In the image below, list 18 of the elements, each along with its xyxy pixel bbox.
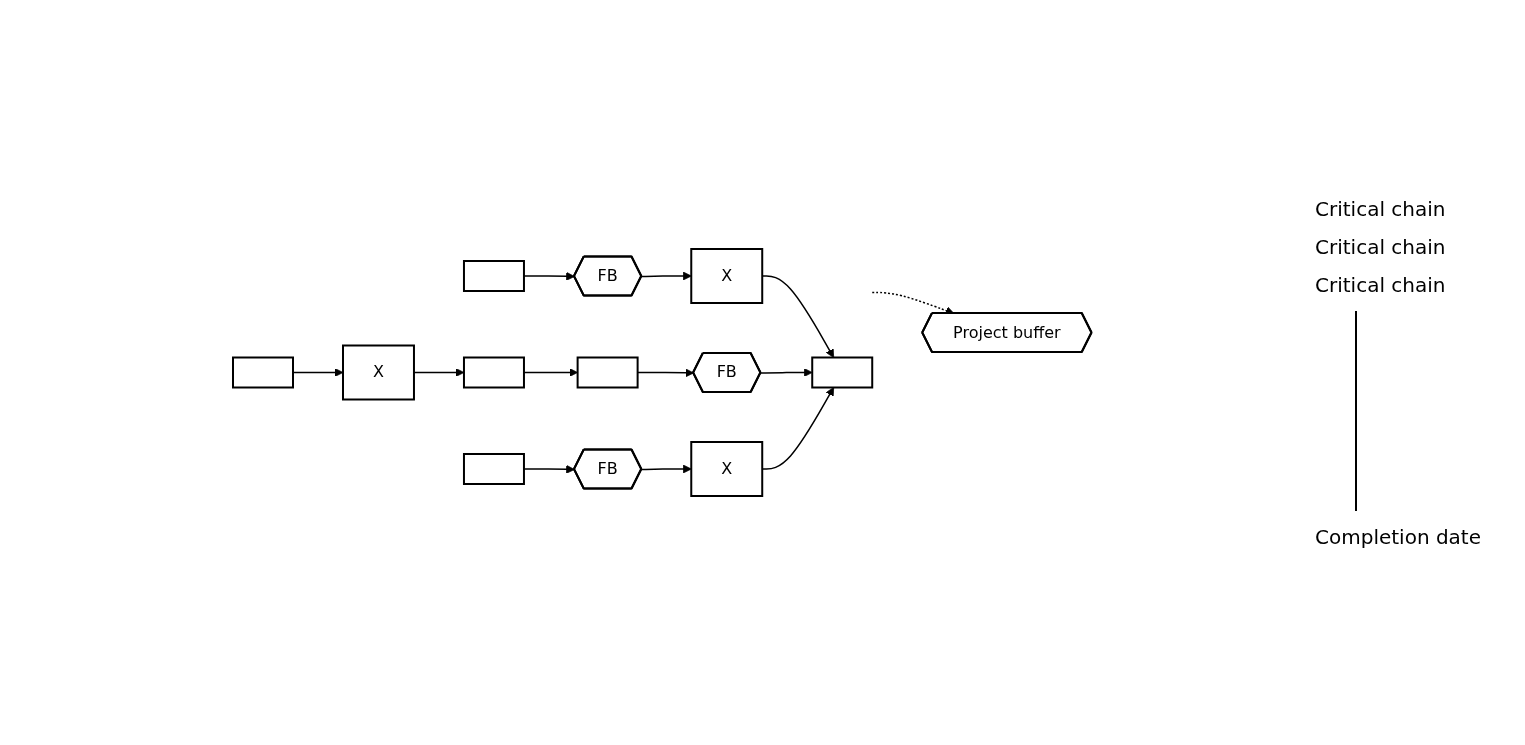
arrow (871, 291, 955, 315)
node-box (463, 453, 526, 485)
node-box: X (342, 344, 416, 401)
arrow (637, 368, 695, 378)
note-label: Critical chain (1315, 272, 1447, 297)
node-box (232, 356, 295, 389)
arrow (641, 464, 692, 474)
node-box (463, 260, 526, 292)
note-label: Critical chain (1315, 196, 1447, 221)
note-label: Critical chain (1315, 234, 1447, 259)
node-box (463, 356, 526, 389)
arrow (641, 271, 692, 281)
arrow (760, 368, 813, 377)
node-box (576, 356, 639, 389)
node-box: X (690, 248, 764, 304)
node-box: X (690, 441, 764, 497)
note-label: Completion date (1315, 524, 1482, 549)
node-box (811, 356, 874, 389)
